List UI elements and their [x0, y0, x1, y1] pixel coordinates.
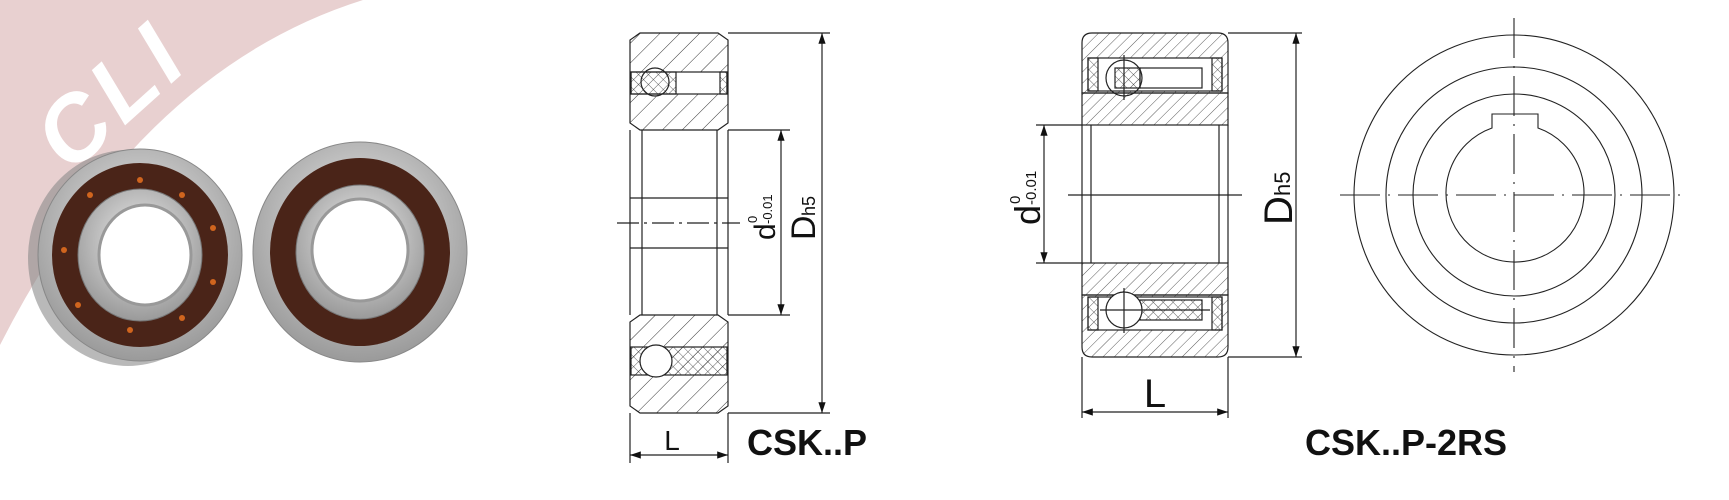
- bore-tolerance-upper-2rs: 0: [1007, 196, 1024, 204]
- section-drawing-csk-p: [617, 32, 830, 463]
- width-dimension-label: L: [664, 425, 680, 456]
- model-title-csk-p: CSK..P: [747, 422, 867, 463]
- product-photo: CLI: [0, 0, 468, 366]
- bore-tolerance-lower-2rs: -0.01: [1023, 171, 1040, 205]
- bore-tolerance-upper: 0: [745, 216, 760, 223]
- outer-dimension-label: D: [785, 215, 823, 240]
- width-dimension-label-2rs: L: [1144, 372, 1166, 416]
- bore-dimension-label: d: [749, 223, 782, 240]
- bore-tolerance-lower: -0.01: [760, 194, 775, 224]
- section-drawing-csk-p-2rs: [1036, 32, 1302, 418]
- model-title-csk-p-2rs: CSK..P-2RS: [1305, 422, 1507, 463]
- front-view-drawing: [1340, 18, 1688, 372]
- outer-dimension-label-2rs: D: [1257, 196, 1301, 225]
- bearing-photo-right: [252, 141, 468, 363]
- outer-tolerance-2rs: h5: [1270, 172, 1295, 196]
- bearing-photo-left: [28, 148, 243, 366]
- bore-dimension-label-2rs: d: [1007, 205, 1048, 225]
- logo-background-arc: [0, 0, 363, 345]
- keyed-bore: [1445, 113, 1585, 263]
- outer-tolerance: h5: [799, 196, 819, 216]
